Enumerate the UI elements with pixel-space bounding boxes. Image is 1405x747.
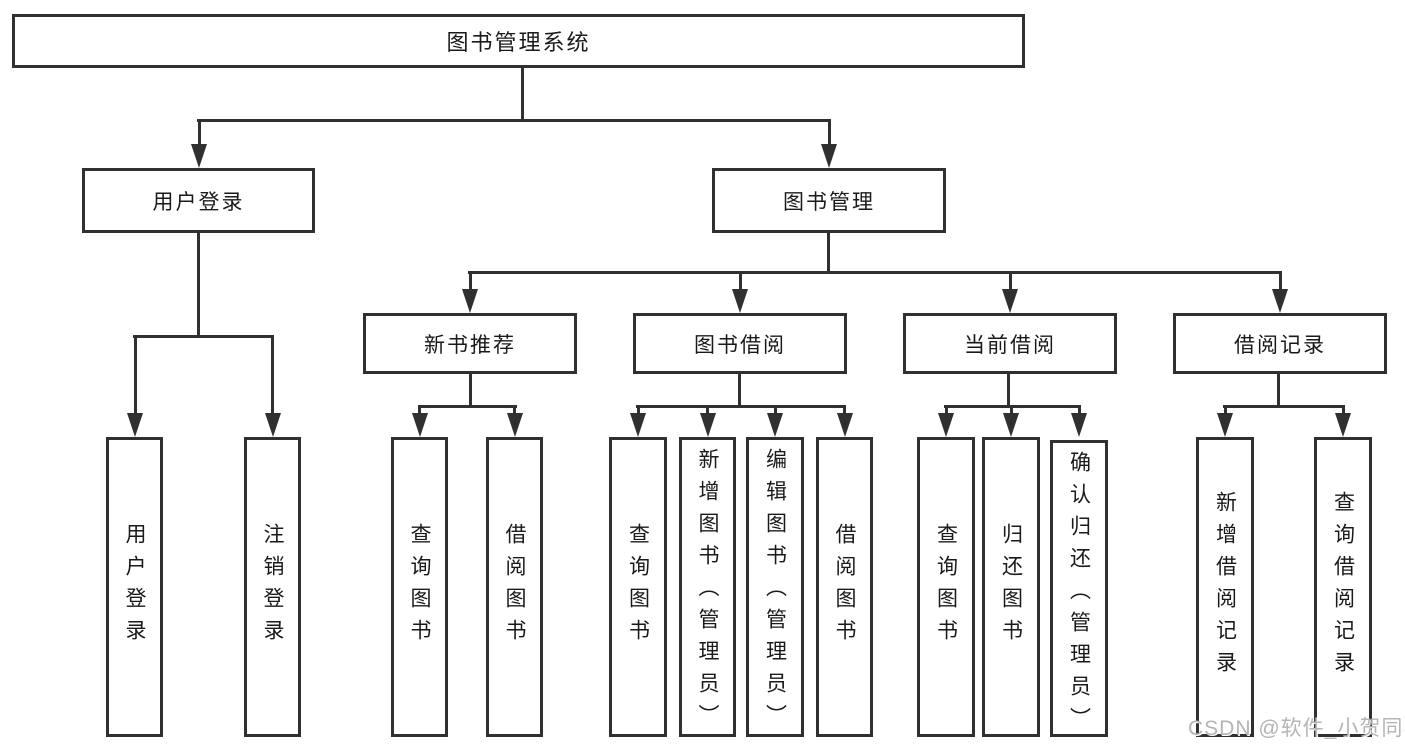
connector-line bbox=[706, 405, 709, 418]
connector-line bbox=[1009, 271, 1012, 293]
leaf-label: 用户登录 bbox=[123, 523, 146, 651]
csdn-watermark: CSDN @软件_小贺同学 bbox=[1188, 717, 1405, 740]
arrow-down-icon bbox=[821, 144, 837, 168]
connector-line bbox=[1223, 405, 1345, 408]
arrow-down-icon bbox=[1217, 413, 1233, 437]
node-book-management: 图书管理 bbox=[712, 168, 946, 233]
arrow-down-icon bbox=[507, 413, 523, 437]
connector-line bbox=[827, 233, 830, 274]
leaf-label: 查询图书 bbox=[626, 523, 650, 651]
arrow-down-icon bbox=[700, 413, 716, 437]
leaf-label: 借阅图书 bbox=[503, 523, 526, 651]
connector-line bbox=[828, 119, 831, 150]
connector-line bbox=[945, 405, 948, 418]
leaf-label: 查询借阅记录 bbox=[1331, 491, 1355, 683]
leaf-return-books: 归还图书 bbox=[982, 437, 1040, 737]
arrow-down-icon bbox=[1071, 413, 1087, 437]
leaf-label: 新增图书（管理员） bbox=[696, 448, 719, 736]
leaf-query-borrow-record: 查询借阅记录 bbox=[1314, 437, 1372, 737]
connector-line bbox=[1078, 405, 1081, 418]
leaf-label: 注销登录 bbox=[261, 523, 284, 651]
leaf-logout: 注销登录 bbox=[244, 437, 301, 737]
connector-line bbox=[197, 119, 831, 122]
arrow-down-icon bbox=[1272, 289, 1288, 313]
node-new-book-recommend: 新书推荐 bbox=[363, 313, 577, 374]
connector-line bbox=[198, 119, 201, 150]
connector-line bbox=[774, 405, 777, 418]
connector-line bbox=[1279, 271, 1282, 293]
arrow-down-icon bbox=[1002, 289, 1018, 313]
leaf-query-books-borrow: 查询图书 bbox=[609, 437, 667, 737]
arrow-down-icon bbox=[462, 289, 478, 313]
leaf-label: 确认归还（管理员） bbox=[1067, 451, 1091, 739]
arrow-down-icon bbox=[191, 144, 207, 168]
leaf-label: 新增借阅记录 bbox=[1213, 491, 1237, 683]
arrow-down-icon bbox=[630, 413, 646, 437]
node-label: 图书管理 bbox=[783, 190, 875, 214]
connector-line bbox=[271, 335, 274, 418]
node-label: 图书借阅 bbox=[694, 333, 786, 357]
node-library-management-system: 图书管理系统 bbox=[12, 14, 1025, 68]
leaf-add-books-admin: 新增图书（管理员） bbox=[679, 437, 736, 737]
connector-line bbox=[469, 271, 472, 293]
connector-line bbox=[468, 271, 1282, 274]
node-book-borrow: 图书借阅 bbox=[633, 313, 847, 374]
connector-line bbox=[1224, 405, 1227, 418]
connector-line bbox=[133, 335, 274, 338]
arrow-down-icon bbox=[938, 413, 954, 437]
leaf-borrow-books: 借阅图书 bbox=[816, 437, 873, 737]
node-current-borrow: 当前借阅 bbox=[903, 313, 1117, 374]
arrow-down-icon bbox=[127, 413, 143, 437]
leaf-query-books-recommend: 查询图书 bbox=[391, 437, 448, 737]
connector-line bbox=[418, 405, 517, 408]
node-label: 图书管理系统 bbox=[446, 30, 591, 55]
node-label: 用户登录 bbox=[152, 190, 245, 214]
leaf-label: 查询图书 bbox=[408, 523, 431, 651]
connector-line bbox=[1277, 374, 1280, 408]
node-borrow-records: 借阅记录 bbox=[1173, 313, 1387, 374]
connector-line bbox=[637, 405, 640, 418]
leaf-label: 归还图书 bbox=[999, 523, 1023, 651]
connector-line bbox=[197, 233, 200, 338]
arrow-down-icon bbox=[412, 413, 428, 437]
arrow-down-icon bbox=[265, 413, 281, 437]
leaf-label: 查询图书 bbox=[934, 523, 958, 651]
leaf-add-borrow-record: 新增借阅记录 bbox=[1196, 437, 1254, 737]
node-user-login: 用户登录 bbox=[82, 168, 315, 233]
leaf-borrow-books-recommend: 借阅图书 bbox=[486, 437, 543, 737]
leaf-label: 借阅图书 bbox=[833, 523, 856, 651]
connector-line bbox=[521, 66, 524, 122]
leaf-user-login: 用户登录 bbox=[106, 437, 163, 737]
arrow-down-icon bbox=[767, 413, 783, 437]
connector-line bbox=[1010, 405, 1013, 418]
connector-line bbox=[843, 405, 846, 418]
arrow-down-icon bbox=[732, 289, 748, 313]
connector-line bbox=[418, 405, 421, 418]
connector-line bbox=[739, 271, 742, 293]
node-label: 借阅记录 bbox=[1234, 333, 1326, 357]
connector-line bbox=[1342, 405, 1345, 418]
connector-line bbox=[134, 335, 137, 418]
arrow-down-icon bbox=[1003, 413, 1019, 437]
leaf-edit-books-admin: 编辑图书（管理员） bbox=[746, 437, 804, 737]
node-label: 新书推荐 bbox=[424, 333, 516, 357]
connector-line bbox=[636, 405, 846, 408]
connector-line bbox=[1007, 374, 1010, 408]
leaf-confirm-return-admin: 确认归还（管理员） bbox=[1050, 440, 1108, 739]
arrow-down-icon bbox=[1335, 413, 1351, 437]
connector-line bbox=[469, 374, 472, 408]
connector-line bbox=[738, 374, 741, 408]
arrow-down-icon bbox=[837, 413, 853, 437]
leaf-label: 编辑图书（管理员） bbox=[763, 448, 787, 736]
node-label: 当前借阅 bbox=[964, 333, 1056, 357]
connector-line bbox=[513, 405, 516, 418]
leaf-query-books-current: 查询图书 bbox=[917, 437, 975, 737]
